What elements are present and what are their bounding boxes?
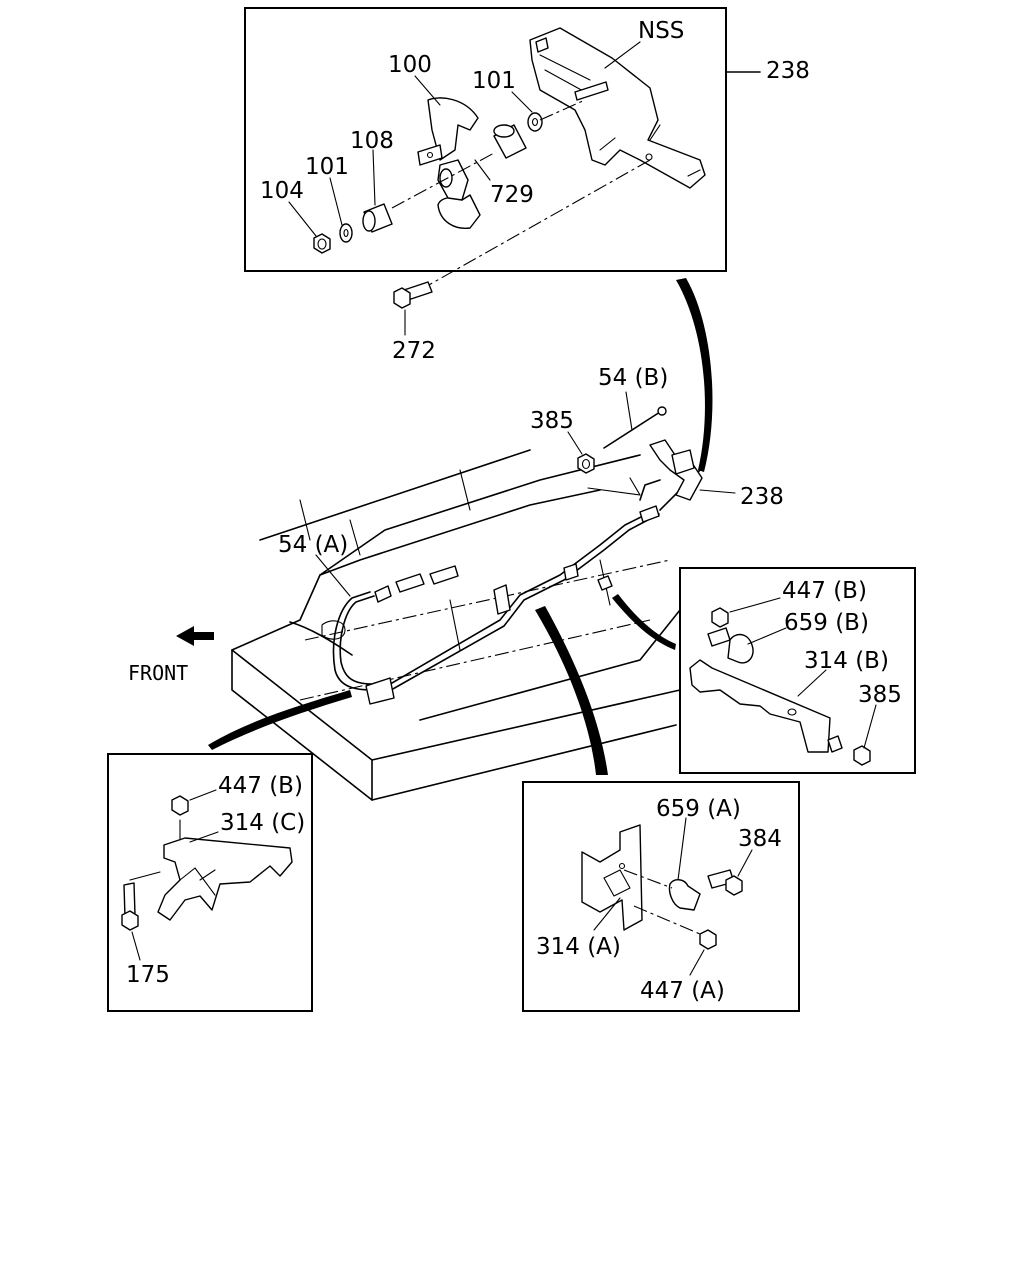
lever-assembly: [603, 406, 703, 501]
chassis-frame: [231, 449, 681, 801]
label-front: FRONT: [128, 661, 188, 685]
label-314a: 314 (A): [536, 934, 621, 960]
label-238-top: 238: [766, 58, 810, 84]
label-100: 100: [388, 52, 432, 78]
label-729: 729: [490, 182, 534, 208]
detail-box-top: [244, 7, 761, 272]
label-659b: 659 (B): [784, 610, 869, 636]
part-729-sleeve: [493, 124, 527, 159]
label-175: 175: [126, 962, 170, 988]
part-385-nut-mid: [577, 453, 641, 496]
part-272-bolt: [393, 281, 433, 336]
label-447a: 447 (A): [640, 978, 725, 1004]
connector-arc-top: [676, 278, 713, 472]
label-314b: 314 (B): [804, 648, 889, 674]
label-238-mid: 238: [740, 484, 784, 510]
label-108: 108: [350, 128, 394, 154]
label-54a: 54 (A): [278, 532, 348, 558]
label-447b-left: 447 (B): [218, 773, 303, 799]
label-104: 104: [260, 178, 304, 204]
label-101-upper: 101: [472, 68, 516, 94]
detail-box-center: [522, 781, 800, 1012]
part-108-sleeve: [362, 203, 393, 233]
label-nss: NSS: [638, 18, 684, 44]
connector-arc-right: [612, 594, 676, 650]
part-100-plate: [417, 97, 481, 229]
part-101-washer-lower: [339, 223, 353, 243]
arrow-left-icon: [176, 626, 214, 646]
part-101-washer-upper: [527, 112, 543, 132]
brake-cables: [332, 469, 701, 705]
detail-box-left: [107, 753, 313, 1012]
label-272: 272: [392, 338, 436, 364]
label-659a: 659 (A): [656, 796, 741, 822]
label-101-lower: 101: [305, 154, 349, 180]
label-385-mid: 385: [530, 408, 574, 434]
label-384: 384: [738, 826, 782, 852]
nss-bracket: [529, 27, 706, 189]
part-104-nut: [313, 233, 331, 254]
connector-arc-left: [208, 690, 352, 750]
part-labels: NSS 238 100 101 108 101 104 729 272 54 (…: [126, 18, 902, 1004]
connector-arc-center: [535, 606, 608, 775]
label-314c: 314 (C): [220, 810, 305, 836]
label-447b-right: 447 (B): [782, 578, 867, 604]
detail-box-right: [679, 567, 916, 774]
label-54b: 54 (B): [598, 365, 668, 391]
label-385-right: 385: [858, 682, 902, 708]
